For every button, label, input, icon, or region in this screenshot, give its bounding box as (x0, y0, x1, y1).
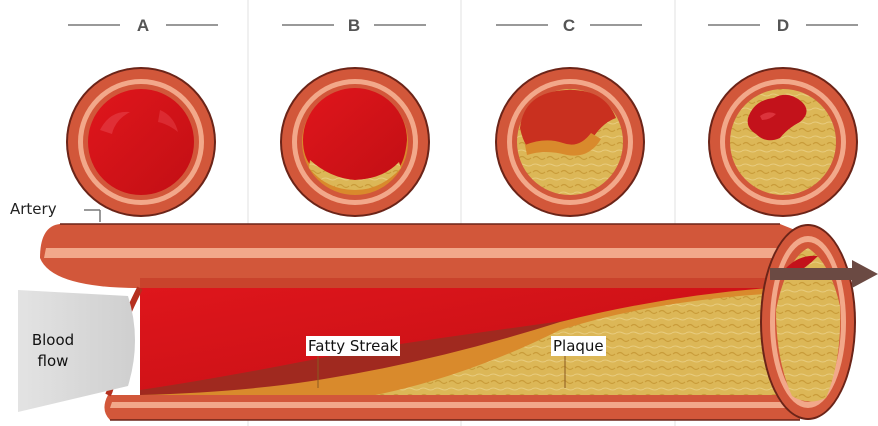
stage-letter-b: B (348, 16, 360, 35)
stage-header-d: D (708, 16, 858, 35)
plaque-label: Plaque (551, 336, 606, 356)
stage-letter-d: D (777, 16, 789, 35)
blood-flow-label: Blood flow (20, 330, 86, 372)
blood-flow-label-line1: Blood (22, 330, 84, 351)
fatty-streak-label: Fatty Streak (306, 336, 400, 356)
artery-label: Artery (10, 200, 57, 218)
longitudinal-artery (40, 224, 856, 420)
cross-section-c (495, 67, 645, 217)
cross-section-d (708, 67, 858, 217)
stage-header-c: C (496, 16, 642, 35)
stage-letter-a: A (137, 16, 149, 35)
blood-flow-label-line2: flow (22, 351, 84, 372)
stage-header-a: A (68, 16, 218, 35)
stage-header-b: B (282, 16, 426, 35)
cross-section-a (66, 67, 216, 217)
artery-pointer (84, 210, 100, 222)
cross-section-b (280, 67, 430, 217)
stage-letter-c: C (563, 16, 575, 35)
